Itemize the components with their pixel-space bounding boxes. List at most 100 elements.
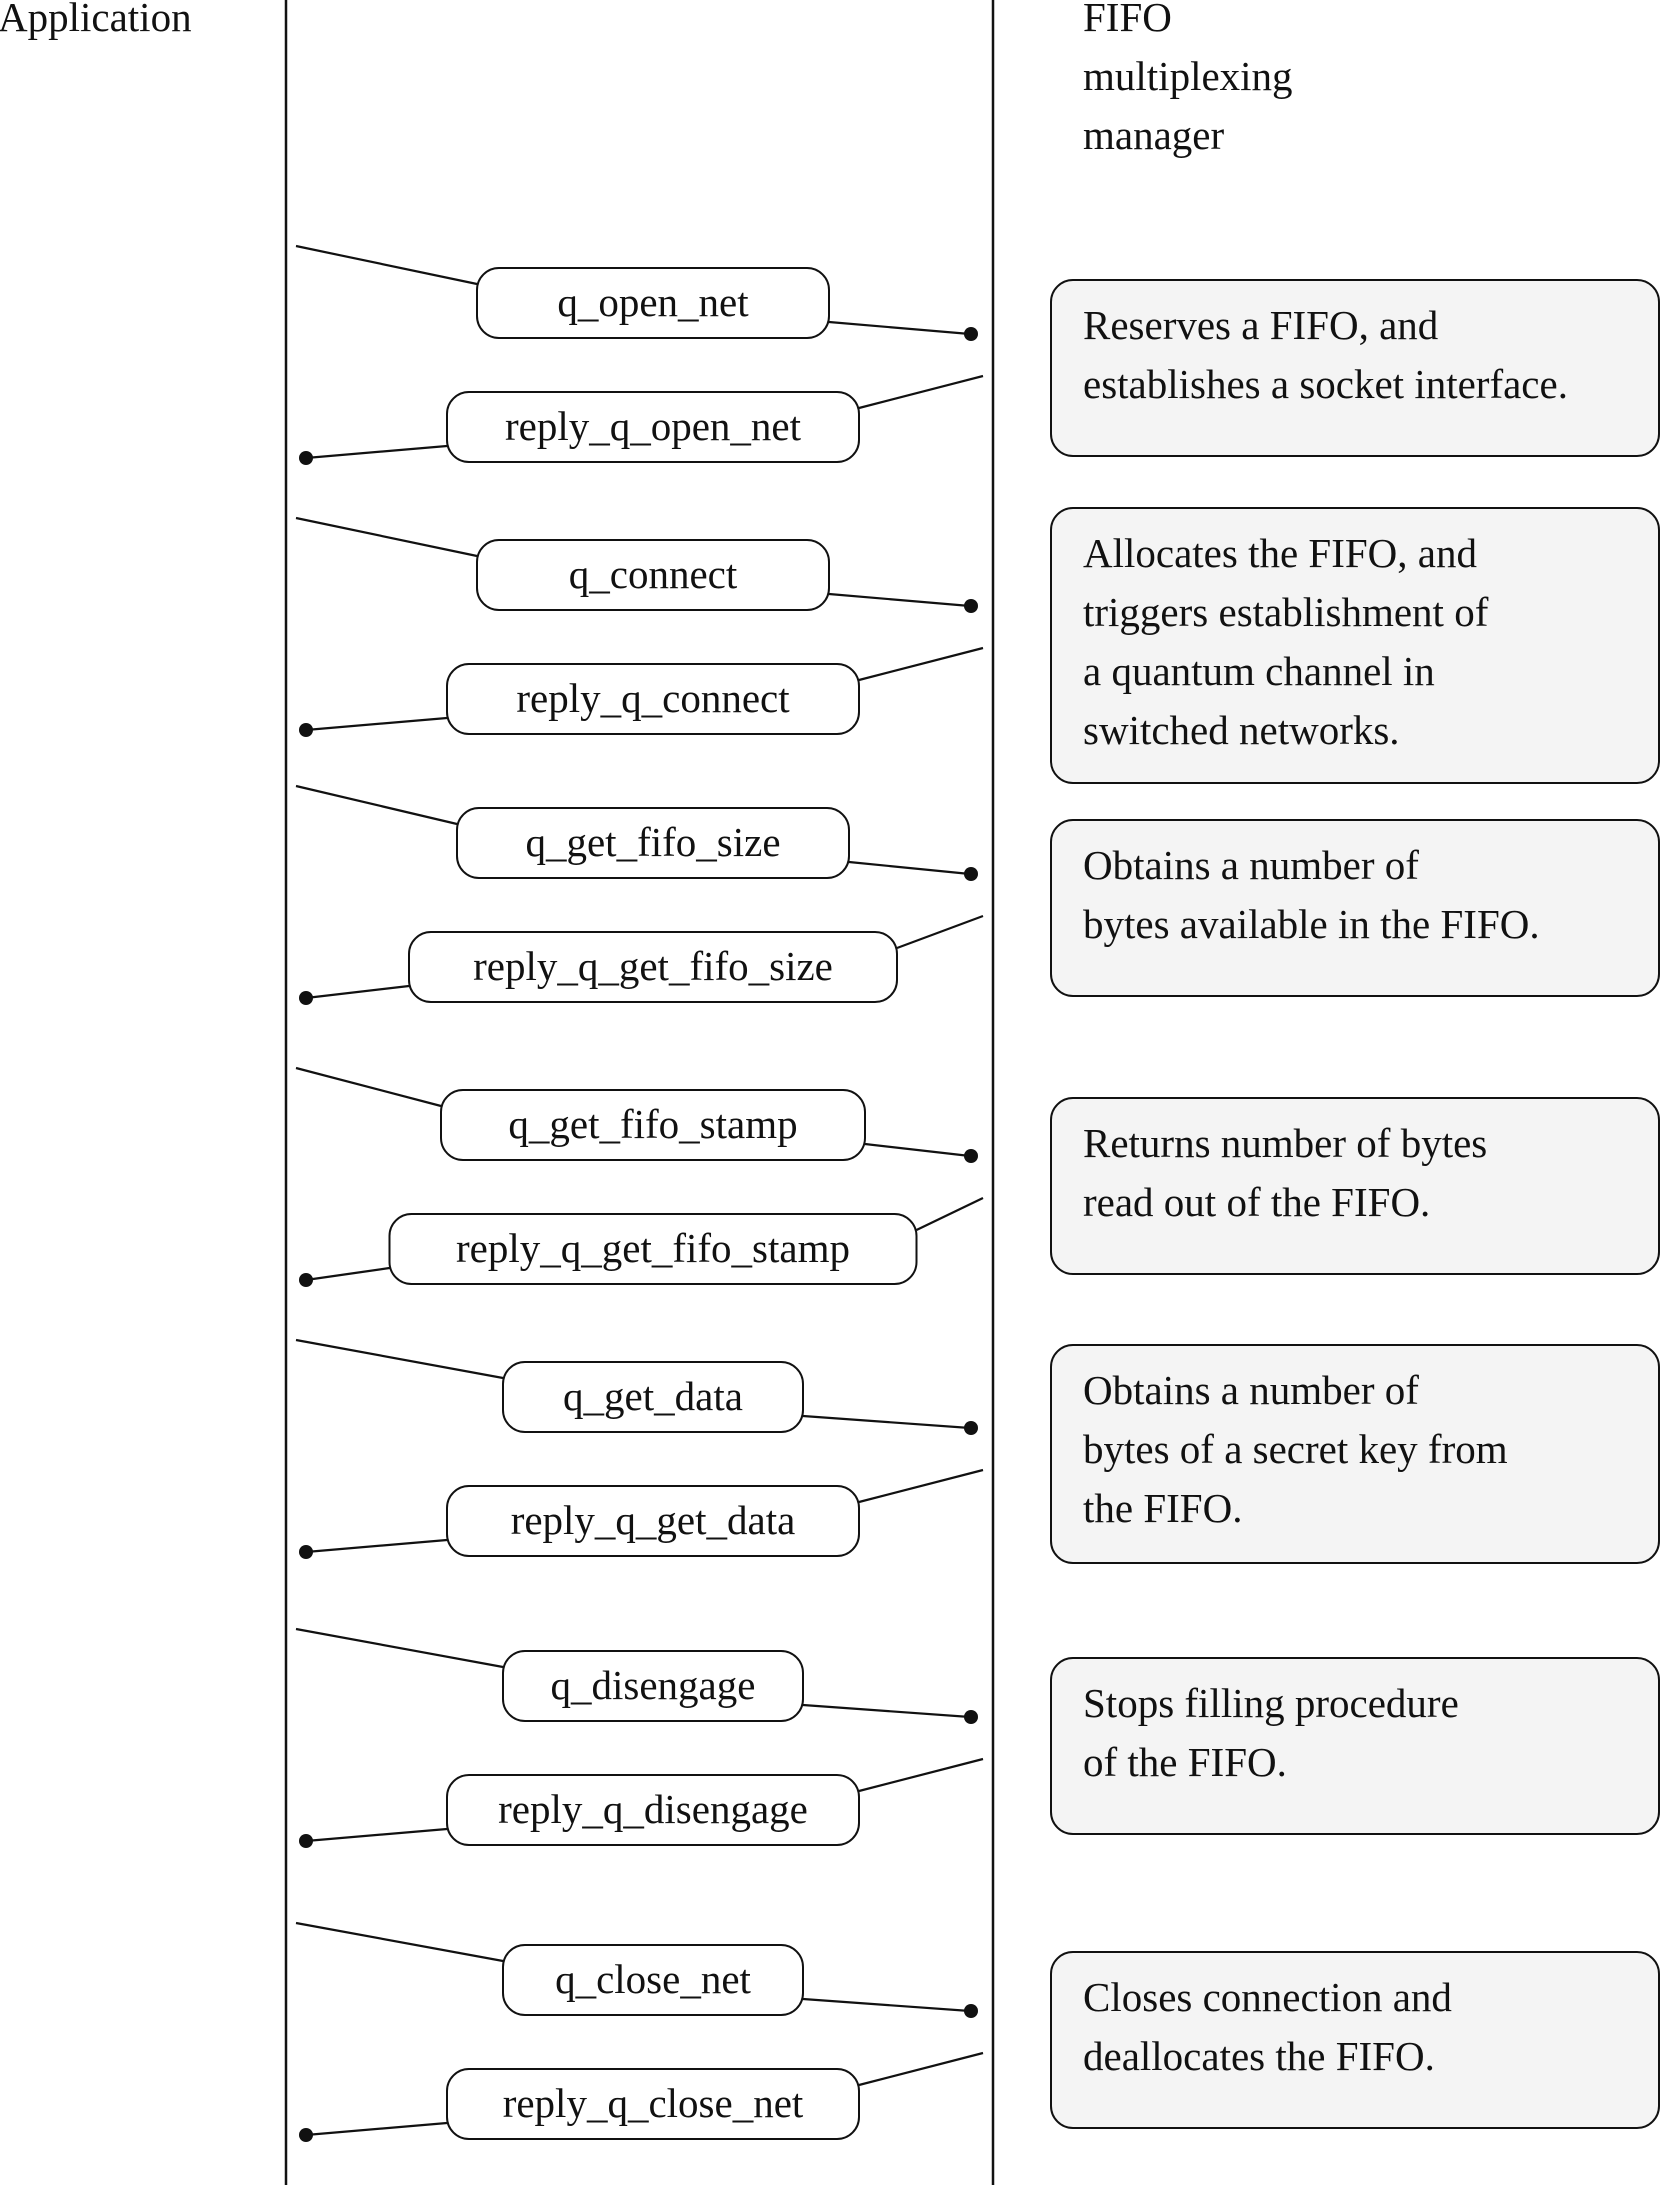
- request-endpoint: [964, 2004, 978, 2018]
- lifelines: [284, 0, 995, 2185]
- description-line: of the FIFO.: [1083, 1739, 1287, 1785]
- request-connector-out: [828, 320, 971, 336]
- message-group: q_get_data reply_q_get_data Obtains a numb…: [295, 1338, 1660, 1564]
- reply-connector-in: [858, 374, 984, 410]
- request-message-box: [502, 1361, 804, 1433]
- reply-message-label: reply_q_get_data: [511, 1497, 796, 1543]
- reply-message-box: [446, 391, 860, 463]
- description-line: deallocates the FIFO.: [1083, 2033, 1435, 2079]
- request-message-label: q_get_fifo_stamp: [508, 1101, 797, 1147]
- message-group: q_get_fifo_size reply_q_get_fifo_size Obta…: [295, 784, 1660, 1005]
- description-line: Closes connection and: [1083, 1974, 1452, 2020]
- message-group: q_open_net reply_q_open_net Reserves a FIF…: [295, 244, 1660, 465]
- request-connector-in: [295, 244, 478, 286]
- manager-label-line-2: multiplexing: [1083, 53, 1293, 99]
- reply-message-box: [446, 663, 860, 735]
- request-connector-in: [295, 1066, 442, 1108]
- request-connector-in: [295, 1921, 504, 1963]
- reply-endpoint: [299, 2128, 313, 2142]
- description-text: Obtains a number of bytes available in th…: [1083, 842, 1540, 947]
- description-box: [1050, 507, 1660, 784]
- description-line: triggers establishment of: [1083, 589, 1489, 635]
- request-message-label: q_connect: [569, 551, 738, 597]
- reply-connector-out: [305, 716, 448, 732]
- request-endpoint: [964, 599, 978, 613]
- request-connector-out: [802, 1414, 971, 1430]
- request-connector-out: [802, 1703, 971, 1719]
- reply-connector-out: [305, 1538, 448, 1554]
- description-line: Allocates the FIFO, and: [1083, 530, 1477, 576]
- reply-endpoint: [299, 723, 313, 737]
- description-text: Reserves a FIFO, and establishes a socket…: [1083, 302, 1568, 407]
- request-connector-out: [864, 1142, 971, 1158]
- reply-message-box: [446, 1774, 860, 1846]
- reply-endpoint: [299, 1273, 313, 1287]
- description-line: Obtains a number of: [1083, 1367, 1419, 1413]
- request-message-label: q_close_net: [555, 1956, 751, 2002]
- request-message-box: [456, 807, 850, 879]
- reply-message-box: [388, 1213, 918, 1285]
- request-endpoint: [964, 1149, 978, 1163]
- reply-message-label: reply_q_get_fifo_size: [473, 943, 833, 989]
- reply-endpoint: [299, 1545, 313, 1559]
- message-group: q_connect reply_q_connect Allocates the FI…: [295, 507, 1660, 784]
- description-box: [1050, 1657, 1660, 1835]
- description-box: [1050, 1951, 1660, 2129]
- reply-connector-in: [916, 1197, 984, 1231]
- message-group: q_close_net reply_q_close_net Closes conne…: [295, 1921, 1660, 2142]
- reply-connector-in: [858, 646, 984, 682]
- reply-message-label: reply_q_close_net: [503, 2080, 804, 2126]
- reply-message-label: reply_q_open_net: [505, 403, 802, 449]
- description-text: Allocates the FIFO, and triggers establis…: [1083, 530, 1489, 753]
- request-message-box: [440, 1089, 866, 1161]
- reply-message-box: [408, 931, 898, 1003]
- reply-connector-out: [305, 984, 410, 1000]
- description-line: bytes of a secret key from: [1083, 1426, 1508, 1472]
- request-message-label: q_open_net: [557, 279, 749, 325]
- description-box: [1050, 1097, 1660, 1275]
- description-box: [1050, 279, 1660, 457]
- reply-connector-out: [305, 1827, 448, 1843]
- message-groups: q_open_net reply_q_open_net Reserves a FIF…: [295, 244, 1660, 2142]
- reply-message-box: [446, 2068, 860, 2140]
- request-connector-in: [295, 1627, 504, 1669]
- reply-message-label: reply_q_disengage: [498, 1786, 808, 1832]
- description-line: switched networks.: [1083, 707, 1400, 753]
- description-line: bytes available in the FIFO.: [1083, 901, 1540, 947]
- manager-label: FIFO multiplexing manager: [1083, 0, 1303, 158]
- description-text: Stops filling procedure of the FIFO.: [1083, 1680, 1459, 1785]
- request-message-box: [502, 1650, 804, 1722]
- manager-label-line-1: FIFO: [1083, 0, 1172, 40]
- reply-connector-in: [858, 2051, 984, 2087]
- description-text: Obtains a number of bytes of a secret key…: [1083, 1367, 1508, 1531]
- description-line: a quantum channel in: [1083, 648, 1435, 694]
- description-line: Reserves a FIFO, and: [1083, 302, 1438, 348]
- reply-connector-out: [305, 1266, 390, 1282]
- message-group: q_get_fifo_stamp reply_q_get_fifo_stamp Re…: [295, 1066, 1660, 1287]
- reply-connector-in: [896, 914, 984, 950]
- request-connector-out: [828, 592, 971, 608]
- description-line: establishes a socket interface.: [1083, 361, 1568, 407]
- request-message-box: [476, 539, 830, 611]
- request-connector-out: [802, 1997, 971, 2013]
- manager-label-line-3: manager: [1083, 112, 1224, 158]
- request-message-box: [502, 1944, 804, 2016]
- reply-message-box: [446, 1485, 860, 1557]
- description-line: Obtains a number of: [1083, 842, 1419, 888]
- reply-connector-in: [858, 1757, 984, 1793]
- description-box: [1050, 1344, 1660, 1564]
- description-line: Returns number of bytes: [1083, 1120, 1487, 1166]
- request-connector-in: [295, 516, 478, 558]
- reply-message-label: reply_q_connect: [516, 675, 790, 721]
- request-message-label: q_get_data: [563, 1373, 743, 1419]
- reply-connector-in: [858, 1468, 984, 1504]
- request-message-box: [476, 267, 830, 339]
- reply-message-label: reply_q_get_fifo_stamp: [456, 1225, 850, 1271]
- request-endpoint: [964, 1421, 978, 1435]
- request-message-label: q_get_fifo_size: [525, 819, 780, 865]
- description-line: Stops filling procedure: [1083, 1680, 1459, 1726]
- description-box: [1050, 819, 1660, 997]
